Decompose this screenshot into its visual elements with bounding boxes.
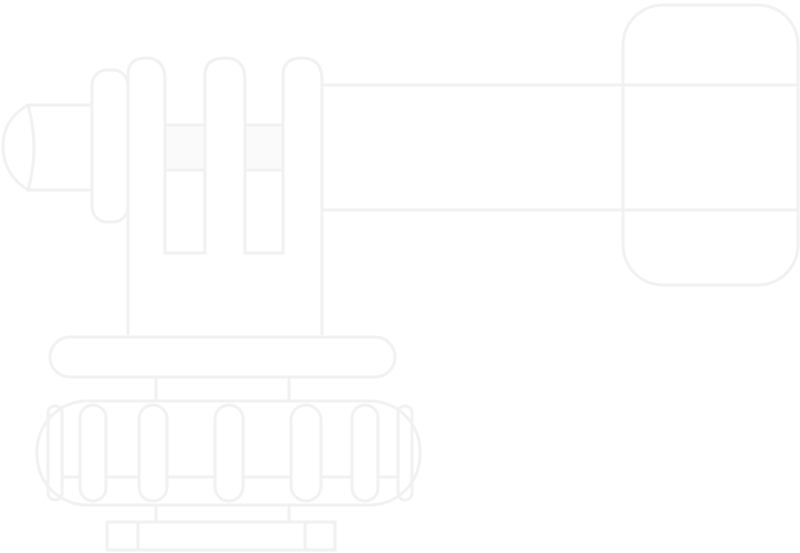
base-assembly bbox=[35, 335, 422, 552]
right-housing bbox=[320, 3, 800, 287]
left-lens-cap bbox=[1, 102, 92, 193]
collar-block bbox=[90, 68, 130, 224]
upright-fingers bbox=[126, 56, 324, 335]
slot-boxes bbox=[163, 123, 285, 255]
